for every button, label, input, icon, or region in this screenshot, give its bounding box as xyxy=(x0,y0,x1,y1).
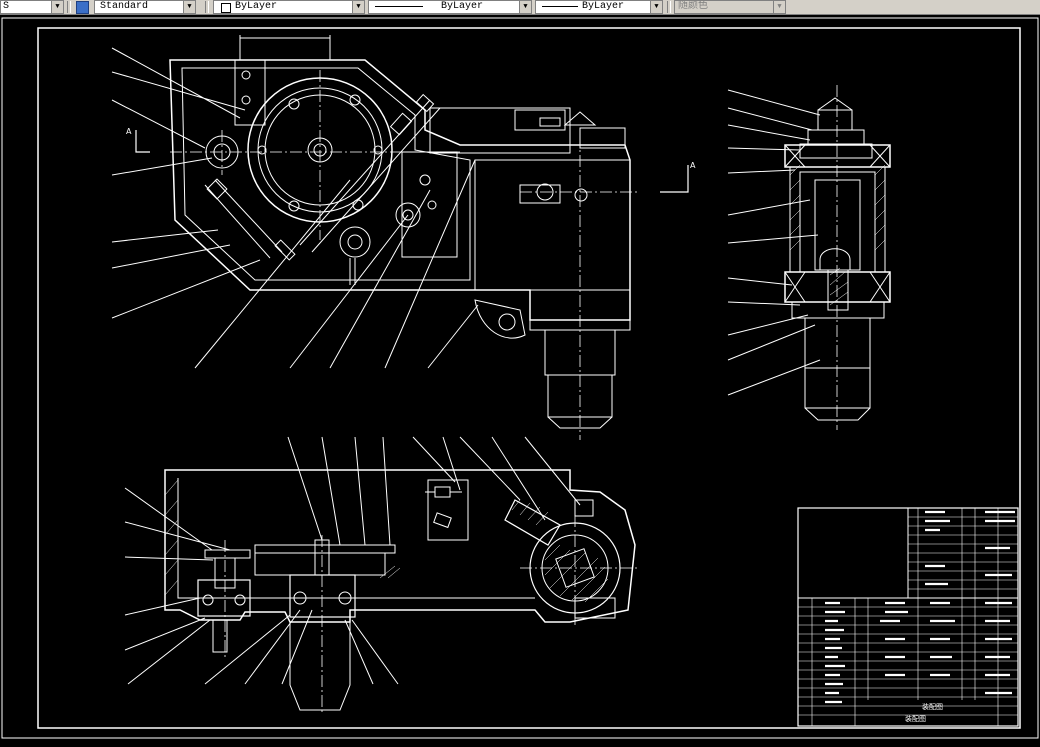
linetype-value: ByLayer xyxy=(441,1,484,12)
toolbar-separator xyxy=(205,1,209,13)
text-style-value: Standard xyxy=(100,1,149,12)
section-view xyxy=(124,436,636,711)
toolbar-separator xyxy=(67,1,71,13)
sheet-outer-border xyxy=(1,17,1039,739)
properties-toolbar: S ▼ Standard ▼ ByLayer ▼ ByLayer ▼ ByLay… xyxy=(0,0,1040,15)
sheet-inner-border xyxy=(37,27,1021,729)
chevron-down-icon[interactable]: ▼ xyxy=(183,1,195,13)
layer-control-value: ByLayer xyxy=(235,1,278,12)
plot-style-value: 随颜色 xyxy=(678,1,708,12)
linetype-sample xyxy=(375,6,423,7)
section-mark-left: A xyxy=(126,127,132,136)
layer-dropdown[interactable]: S ▼ xyxy=(0,0,64,14)
chevron-down-icon[interactable]: ▼ xyxy=(51,1,63,13)
cad-drawing: A A 装配图 装配图 xyxy=(1,17,1039,739)
chevron-down-icon[interactable]: ▼ xyxy=(519,1,531,13)
lineweight-value: ByLayer xyxy=(582,1,625,12)
lineweight-sample xyxy=(542,6,578,7)
section-mark-right: A xyxy=(690,161,696,170)
chevron-down-icon[interactable]: ▼ xyxy=(650,1,662,13)
chevron-down-icon[interactable]: ▼ xyxy=(352,1,364,13)
title-block-sub: 装配图 xyxy=(905,714,926,723)
plot-style-dropdown[interactable]: 随颜色 ▼ xyxy=(674,0,786,14)
drawing-canvas[interactable]: A A 装配图 装配图 xyxy=(0,15,1040,742)
title-block xyxy=(797,507,1019,727)
text-style-dropdown[interactable]: Standard ▼ xyxy=(94,0,196,14)
chevron-down-icon[interactable]: ▼ xyxy=(773,1,785,13)
title-block-label: 装配图 xyxy=(922,702,943,711)
main-view xyxy=(111,35,631,429)
side-view xyxy=(727,89,891,421)
text-style-icon[interactable] xyxy=(76,1,89,14)
layer-color-swatch xyxy=(221,3,231,13)
layer-control-dropdown[interactable]: ByLayer ▼ xyxy=(213,0,365,14)
layer-dropdown-value: S xyxy=(3,1,10,12)
linetype-dropdown[interactable]: ByLayer ▼ xyxy=(368,0,532,14)
lineweight-dropdown[interactable]: ByLayer ▼ xyxy=(535,0,663,14)
toolbar-separator xyxy=(667,1,671,13)
